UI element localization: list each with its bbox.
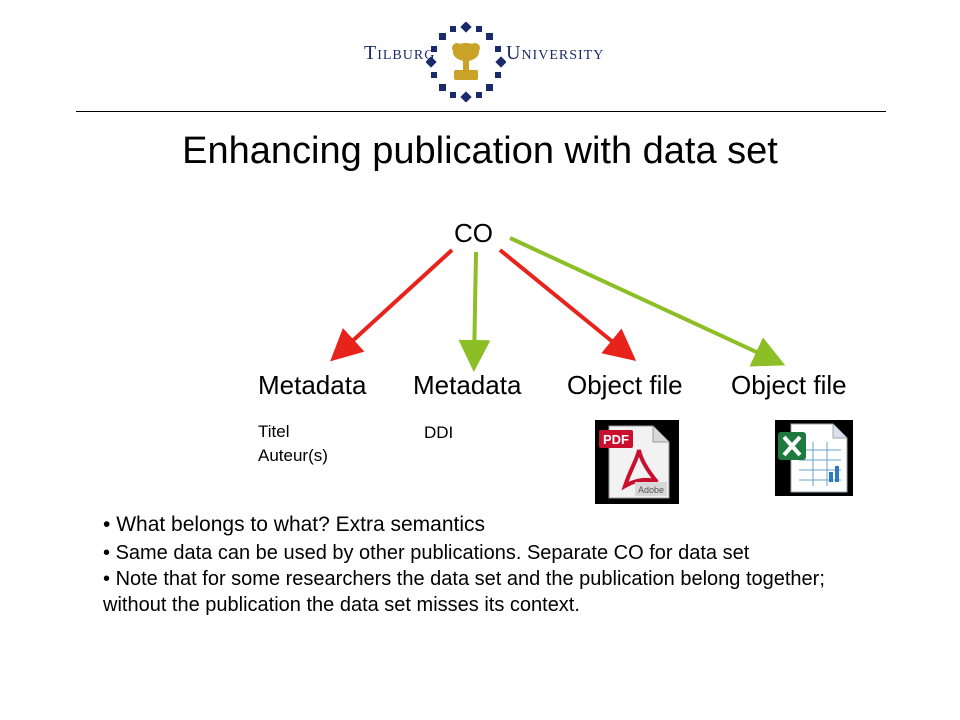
bullet-3-text: Note that for some researchers the data … bbox=[103, 568, 825, 616]
arrow-co-to-object-file-1 bbox=[498, 248, 637, 362]
node-object-file-1: Object file bbox=[567, 370, 683, 400]
university-seal-icon bbox=[426, 22, 506, 102]
header-divider bbox=[76, 111, 886, 112]
pdf-brand-text: Adobe bbox=[638, 485, 664, 495]
excel-spreadsheet-icon bbox=[775, 420, 853, 496]
bullet-2-text: Same data can be used by other publicati… bbox=[115, 542, 750, 564]
bullet-1-text: What belongs to what? Extra semantics bbox=[116, 513, 486, 536]
logo-text-left: Tilburg bbox=[364, 42, 436, 64]
logo-text-right: University bbox=[506, 42, 605, 64]
pdf-badge-text: PDF bbox=[603, 432, 629, 447]
pdf-document-icon: PDF Adobe bbox=[595, 420, 679, 504]
node-metadata-2: Metadata bbox=[413, 370, 522, 400]
bullet-list: • What belongs to what? Extra semantics … bbox=[103, 512, 893, 618]
bullet-1: • What belongs to what? Extra semantics bbox=[103, 513, 486, 536]
node-object-file-2: Object file bbox=[731, 370, 847, 400]
metadata-1-details: Titel Auteur(s) bbox=[258, 420, 328, 468]
arrow-co-to-object-file-2 bbox=[509, 236, 786, 367]
arrow-co-to-metadata-1 bbox=[330, 248, 454, 362]
arrow-co-to-metadata-2 bbox=[458, 251, 491, 372]
metadata-2-details: DDI bbox=[424, 423, 454, 442]
detail-title: Titel bbox=[258, 422, 290, 441]
slide-title: Enhancing publication with data set bbox=[182, 130, 778, 172]
bullet-2: • Same data can be used by other publica… bbox=[103, 542, 750, 564]
bullet-3: • Note that for some researchers the dat… bbox=[103, 568, 825, 616]
node-metadata-1: Metadata bbox=[258, 370, 367, 400]
detail-authors: Auteur(s) bbox=[258, 446, 328, 465]
node-co: CO bbox=[454, 218, 493, 248]
